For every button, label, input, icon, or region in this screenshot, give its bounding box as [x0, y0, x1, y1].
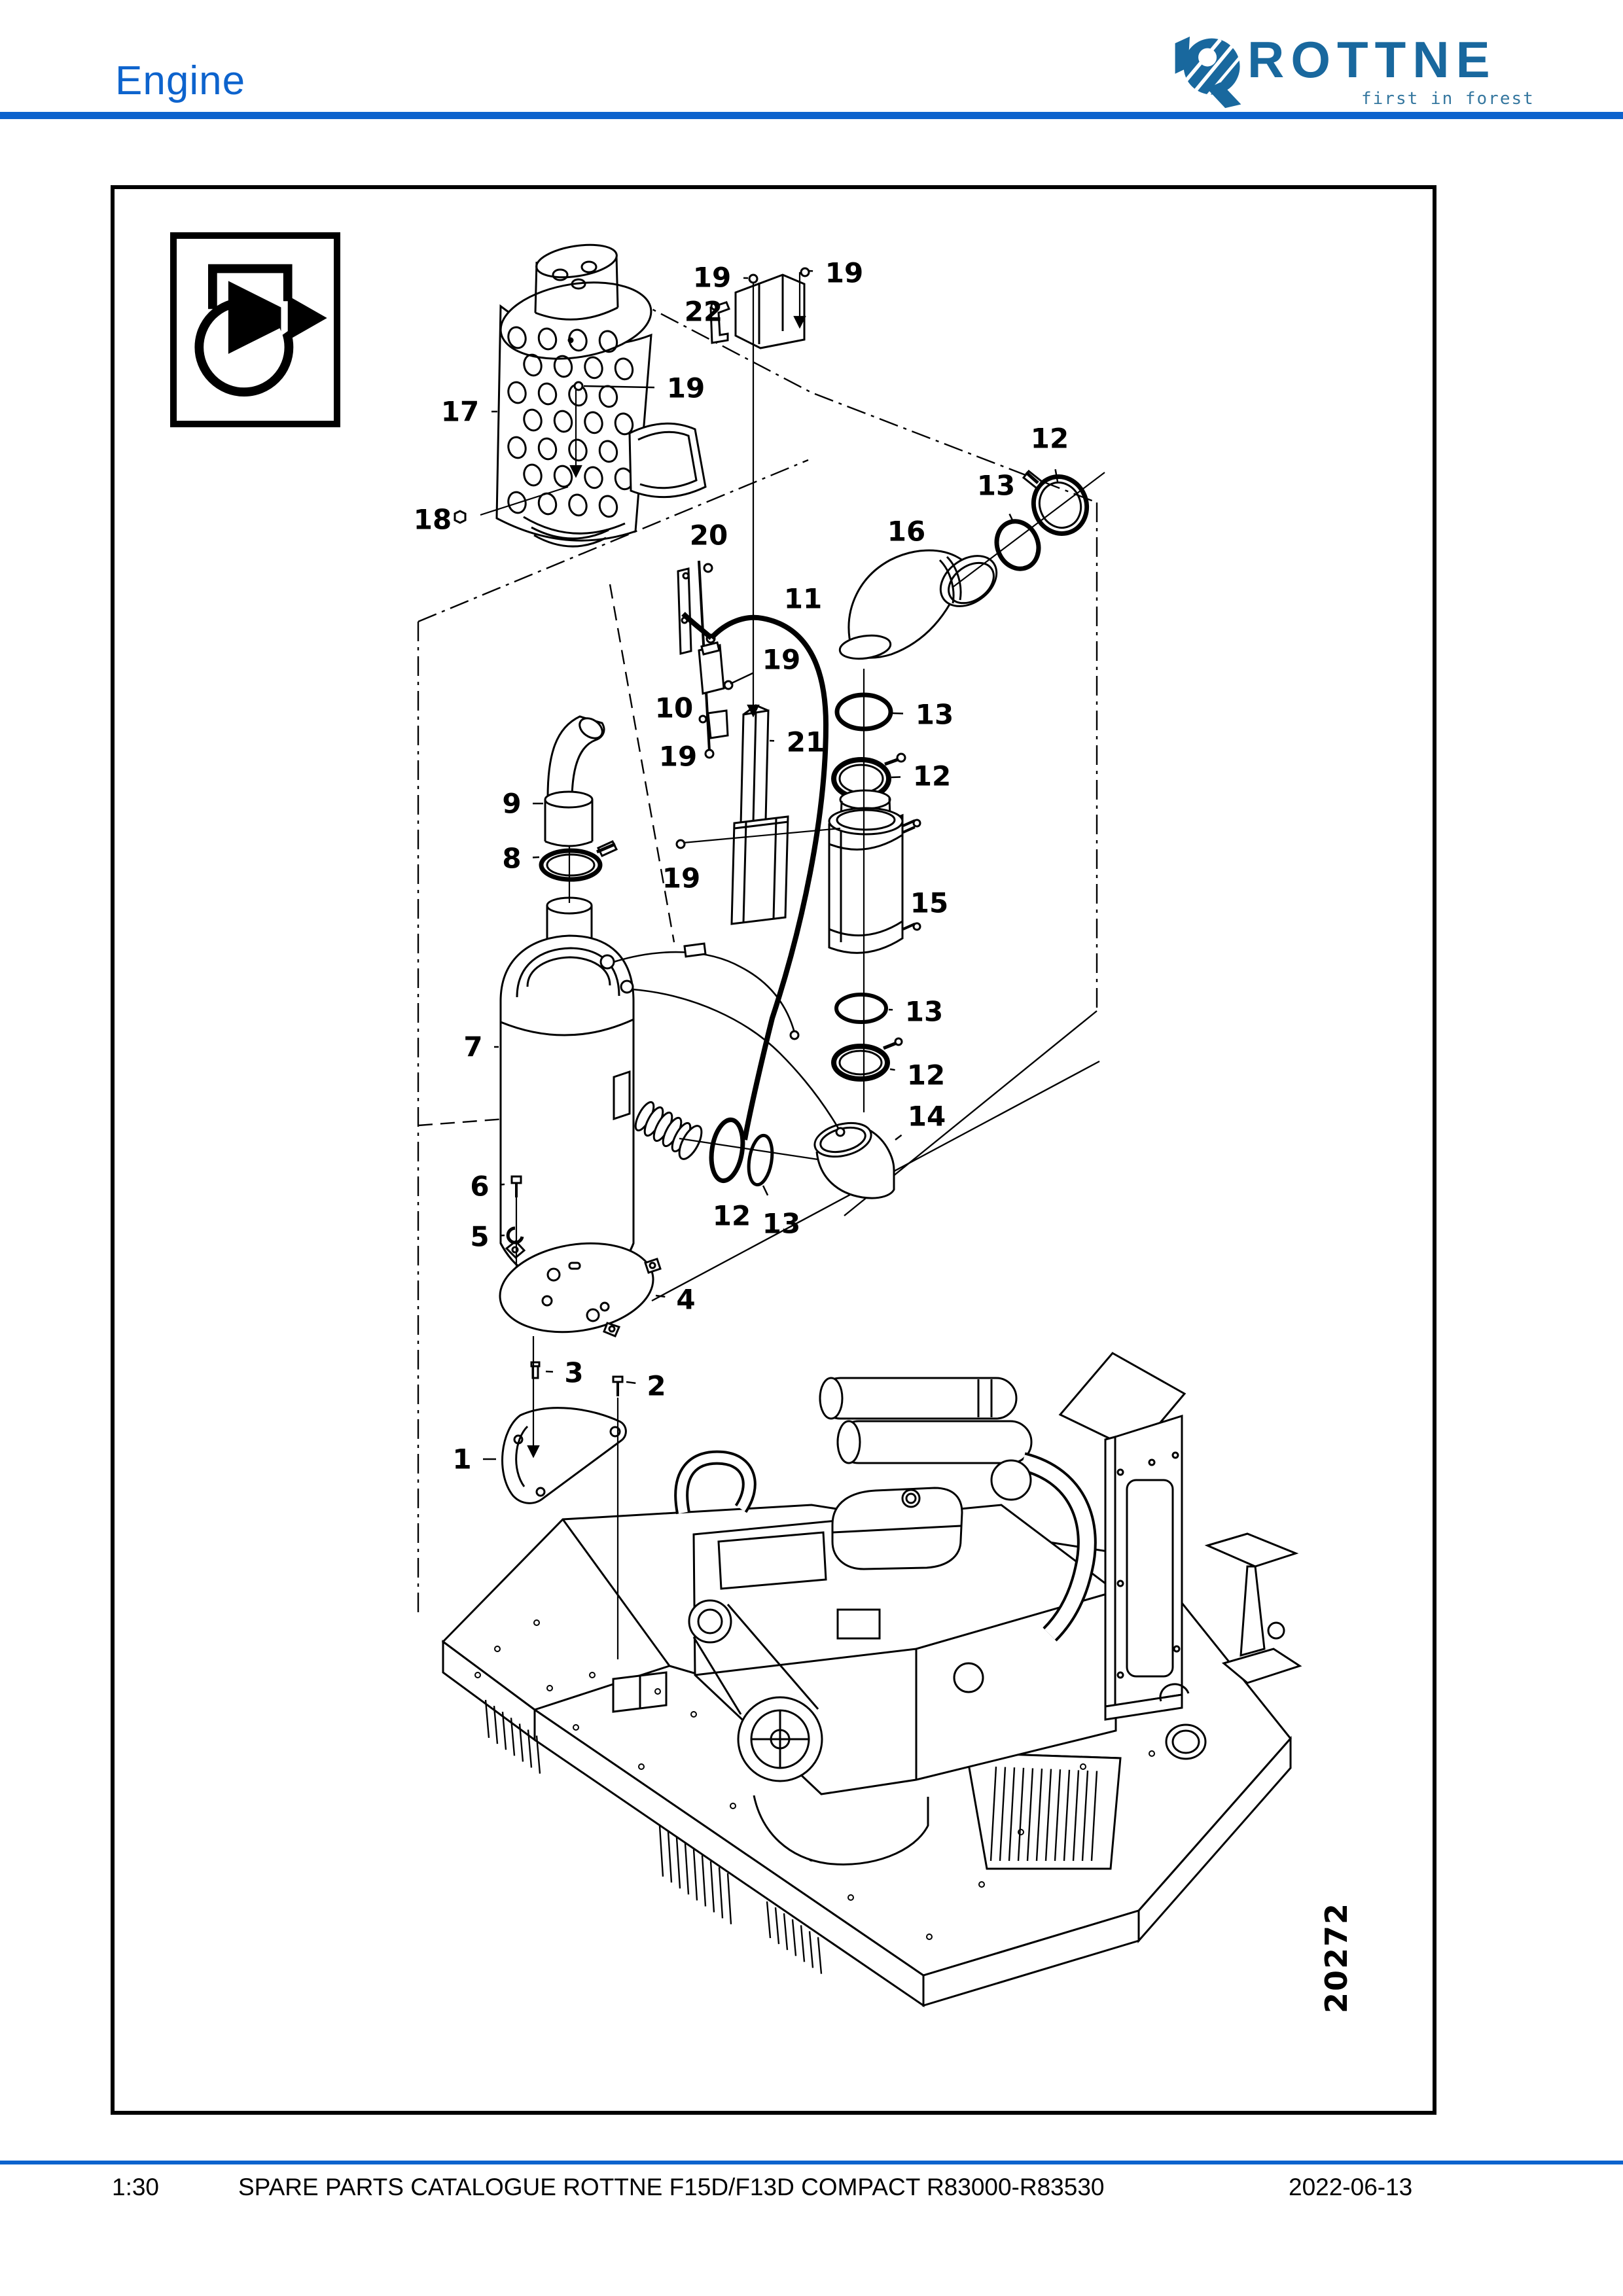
callout-label-13: 13 — [977, 470, 1015, 502]
logo-tagline: first in forest — [1361, 89, 1535, 109]
callout-leader — [1054, 468, 1059, 482]
engine-assembly — [674, 1352, 1302, 1865]
callout-leader — [1008, 513, 1015, 523]
page-title: Engine — [115, 58, 246, 103]
callout-leader — [895, 1134, 902, 1141]
callout-label-22: 22 — [685, 296, 722, 328]
callout-label-1: 1 — [452, 1443, 471, 1475]
callout-leader — [545, 1370, 554, 1373]
catalyst-column — [813, 692, 921, 1199]
figure-number: 20272 — [1319, 1902, 1354, 2013]
footer-title: SPARE PARTS CATALOGUE ROTTNE F15D/F13D C… — [238, 2174, 1105, 2200]
callout-label-16: 16 — [887, 516, 925, 548]
rottne-logo: ROTTNE first in forest — [1171, 18, 1533, 116]
callout-label-13: 13 — [916, 699, 954, 731]
callout-label-19: 19 — [693, 262, 731, 294]
callout-label-7: 7 — [463, 1031, 482, 1063]
callout-label-3: 3 — [564, 1357, 583, 1389]
header-rule — [0, 112, 1623, 119]
clamp-12-upper — [1022, 469, 1090, 536]
logo-brand-text: ROTTNE — [1247, 31, 1497, 88]
callout-label-5: 5 — [470, 1221, 489, 1253]
assembly-axes — [480, 272, 1105, 1659]
bracket-20 — [677, 560, 715, 759]
outlet-gaskets — [709, 1117, 774, 1187]
callout-label-13: 13 — [905, 996, 943, 1028]
callout-leader — [532, 856, 540, 858]
callout-label-8: 8 — [502, 843, 521, 875]
callout-label-20: 20 — [690, 520, 728, 552]
callout-leader — [500, 1183, 505, 1186]
rotated-view-icon — [194, 264, 327, 397]
callout-leader — [889, 1068, 895, 1071]
callout-label-12: 12 — [907, 1059, 945, 1091]
callout-label-12: 12 — [1031, 423, 1069, 455]
callout-label-4: 4 — [676, 1284, 695, 1316]
callout-label-2: 2 — [647, 1370, 666, 1402]
callout-label-19: 19 — [659, 741, 697, 773]
callout-label-15: 15 — [910, 887, 948, 919]
callout-label-10: 10 — [655, 692, 693, 724]
hose-11 — [681, 612, 829, 1140]
callout-label-9: 9 — [502, 788, 521, 820]
callout-leader — [762, 1185, 769, 1196]
rotated-view-icon-box — [170, 232, 340, 427]
callout-leader — [892, 712, 904, 715]
callout-leader — [891, 776, 901, 779]
callout-label-14: 14 — [908, 1101, 946, 1133]
callout-leader — [583, 385, 655, 389]
callout-label-19: 19 — [667, 372, 705, 404]
elbow-16 — [838, 549, 998, 660]
mount-plate-4 — [499, 1239, 662, 1337]
support-bracket-1 — [501, 1407, 627, 1504]
callout-label-12: 12 — [713, 1200, 751, 1232]
guide-channel-21 — [730, 704, 789, 925]
callout-label-17: 17 — [441, 396, 479, 428]
callout-leader — [655, 1294, 666, 1298]
callout-label-19: 19 — [762, 644, 800, 676]
callout-label-18: 18 — [414, 504, 452, 536]
footer-date: 2022-06-13 — [1289, 2174, 1413, 2200]
diagram-frame — [111, 185, 1436, 2115]
callout-label-6: 6 — [470, 1171, 489, 1203]
exhaust-stack — [499, 715, 846, 1286]
callout-leader — [730, 672, 754, 685]
footer-rule — [0, 2161, 1623, 2164]
callout-label-21: 21 — [787, 726, 825, 758]
rottne-logo-mark-icon — [1175, 36, 1242, 109]
sensor-10 — [698, 633, 734, 739]
heat-shield-cylinder-17 — [495, 243, 707, 548]
callout-label-13: 13 — [762, 1208, 800, 1240]
callout-label-12: 12 — [913, 760, 951, 792]
callout-label-19: 19 — [825, 257, 863, 289]
footer-scale: 1:30 — [112, 2174, 160, 2200]
callout-label-19: 19 — [662, 862, 700, 894]
callout-label-11: 11 — [784, 583, 822, 615]
callout-leader — [626, 1381, 636, 1385]
